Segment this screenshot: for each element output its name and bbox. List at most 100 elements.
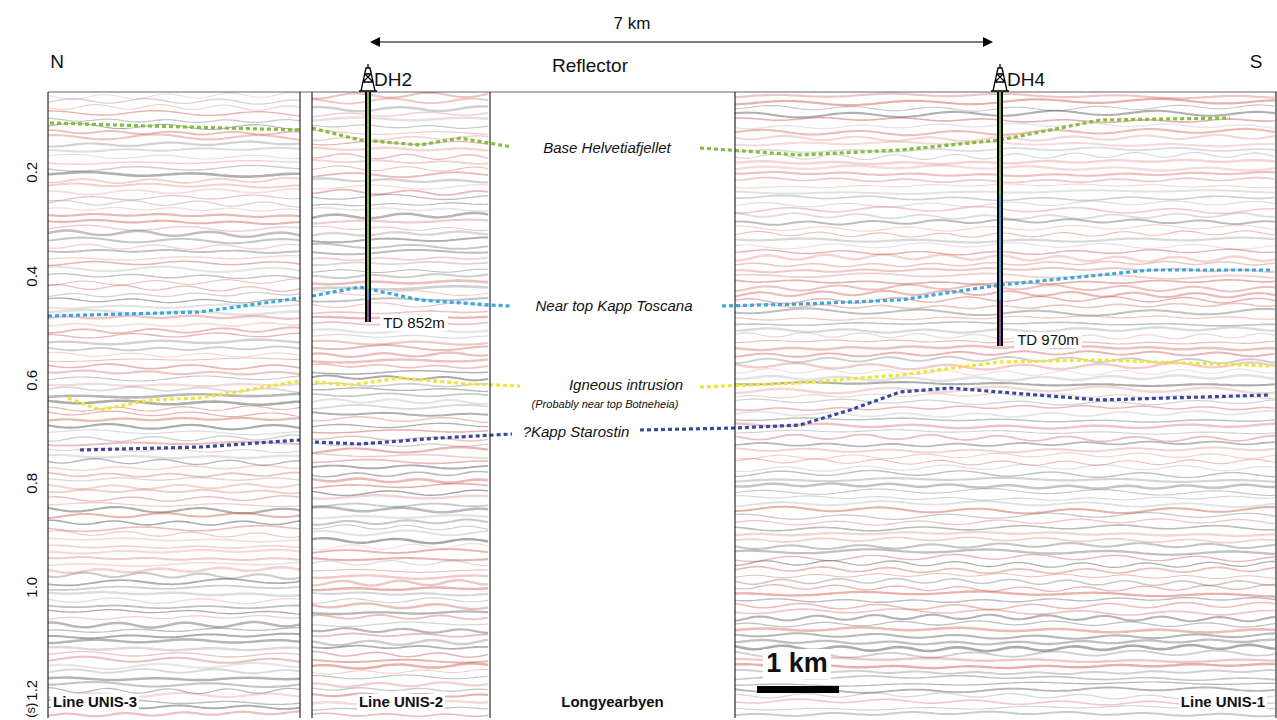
reflector-name: Near top Kapp Toscana — [532, 298, 695, 315]
seismic-panel: Line UNIS-3 — [48, 92, 300, 718]
seismic-trace — [312, 580, 488, 585]
seismic-trace — [312, 160, 488, 164]
seismic-trace — [48, 455, 300, 458]
horizon-base-helvetiafjellet — [50, 123, 300, 130]
seismic-trace — [312, 611, 488, 614]
seismic-trace — [312, 544, 488, 550]
seismic-trace — [735, 135, 1275, 141]
horizon-kapp-toscana — [312, 287, 510, 306]
well-log — [999, 92, 1001, 195]
seismic-trace — [735, 375, 1275, 381]
seismic-trace — [312, 664, 488, 669]
seismic-trace — [48, 562, 300, 566]
seismic-trace — [48, 250, 300, 253]
seismic-trace — [735, 327, 1275, 332]
seismic-trace — [48, 123, 300, 129]
seismic-trace — [735, 448, 1275, 453]
seismic-panel: Line UNIS-2 — [312, 92, 490, 718]
seismic-trace — [312, 495, 488, 498]
seismic-trace — [48, 279, 300, 285]
seismic-trace — [312, 593, 488, 596]
seismic-trace — [735, 682, 1275, 686]
seismic-trace — [735, 111, 1275, 118]
seismic-trace — [48, 172, 300, 177]
horizon-kapp-starostin — [315, 434, 512, 444]
seismic-trace — [312, 364, 488, 368]
distance-label: 7 km — [614, 15, 651, 34]
seismic-trace — [312, 490, 488, 495]
seismic-trace — [48, 340, 300, 345]
seismic-trace — [735, 201, 1275, 207]
seismic-trace — [312, 208, 488, 211]
horizon-kapp-toscana — [48, 298, 300, 316]
seismic-trace — [48, 99, 300, 105]
seismic-trace — [312, 652, 488, 658]
seismic-trace — [735, 712, 1275, 717]
seismic-trace — [312, 226, 488, 230]
seismic-trace — [735, 430, 1275, 434]
seismic-trace — [312, 269, 488, 272]
seismic-trace — [48, 573, 300, 579]
seismic-trace — [735, 172, 1275, 176]
seismic-trace — [312, 417, 488, 423]
seismic-trace — [735, 369, 1275, 376]
well-trace — [365, 92, 371, 322]
seismic-trace — [735, 94, 1275, 99]
total-depth: TD 970m — [1014, 332, 1082, 349]
seismic-trace — [312, 688, 488, 691]
well-log — [367, 300, 369, 322]
compass-label: S — [1250, 52, 1263, 73]
seismic-trace — [312, 570, 488, 573]
time-tick: 0.2 — [24, 162, 41, 183]
seismic-trace — [312, 454, 488, 458]
seismic-trace — [735, 99, 1275, 105]
horizon-base-helvetiafjellet — [700, 118, 1230, 155]
seismic-trace — [312, 360, 488, 363]
seismic-trace — [735, 123, 1275, 128]
seismic-trace — [312, 345, 488, 350]
seismic-trace — [735, 453, 1275, 459]
seismic-trace — [312, 136, 488, 141]
seismic-trace — [735, 592, 1275, 597]
panel-border — [735, 92, 736, 718]
well-log — [367, 92, 369, 290]
seismic-trace — [735, 567, 1275, 574]
panel-border — [312, 92, 313, 718]
seismic-trace — [48, 526, 300, 532]
seismic-trace — [48, 195, 300, 201]
reflector-note: (Probably near top Botneheia) — [529, 398, 682, 410]
seismic-trace — [48, 473, 300, 477]
derrick-symbol — [991, 64, 1009, 91]
seismic-trace — [735, 231, 1275, 237]
panel-border — [1276, 92, 1277, 718]
seismic-trace — [48, 267, 300, 272]
seismic-trace — [312, 148, 488, 151]
seismic-trace — [48, 298, 300, 303]
seismic-trace — [312, 538, 488, 543]
seismic-trace — [48, 292, 300, 296]
seismic-trace — [735, 598, 1275, 603]
time-tick: 1.0 — [24, 577, 41, 598]
seismic-trace — [735, 496, 1275, 501]
seismic-trace — [48, 208, 300, 212]
seismic-trace — [48, 531, 300, 538]
seismic-trace — [48, 358, 300, 362]
seismic-trace — [312, 472, 488, 477]
line-name: Line UNIS-3 — [51, 694, 139, 711]
seismic-trace — [735, 268, 1275, 272]
seismic-trace — [735, 603, 1275, 610]
seismic-trace — [48, 634, 300, 639]
seismic-trace — [735, 513, 1275, 520]
horizon-kapp-starostin — [80, 440, 300, 450]
seismic-trace — [48, 465, 300, 470]
time-tick: 1.2 — [24, 680, 41, 701]
seismic-trace — [48, 261, 300, 265]
seismic-trace — [48, 513, 300, 518]
seismic-trace — [312, 646, 488, 649]
seismic-trace — [312, 713, 488, 716]
time-tick: 0.4 — [24, 266, 41, 287]
seismic-trace — [48, 189, 300, 195]
seismic-trace — [48, 201, 300, 207]
seismic-trace — [312, 118, 488, 121]
